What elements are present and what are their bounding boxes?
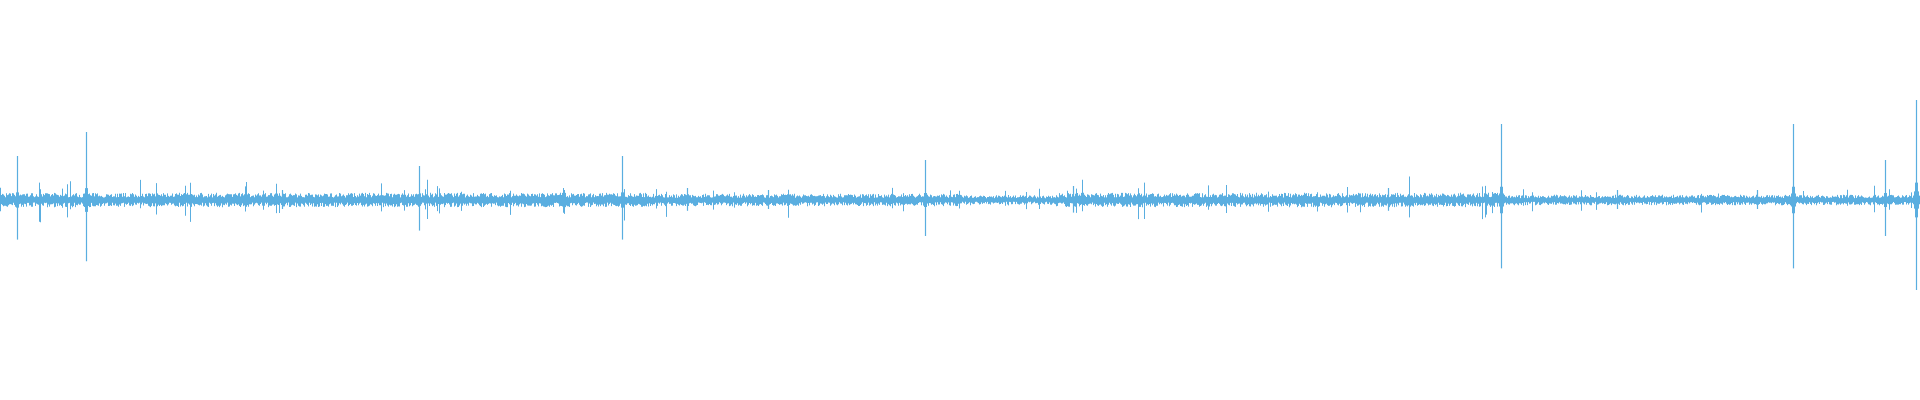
waveform-spike — [1384, 188, 1393, 211]
waveform-spike — [278, 190, 287, 209]
waveform-spike — [764, 190, 773, 209]
waveform-spike — [82, 132, 91, 262]
waveform-spike — [1613, 190, 1622, 209]
waveform-spike — [1069, 186, 1078, 213]
waveform-spike — [921, 160, 930, 236]
waveform-trace — [0, 100, 1920, 290]
waveform-spike — [618, 156, 627, 240]
waveform-spike — [1881, 160, 1890, 236]
waveform-spike — [1912, 100, 1920, 290]
waveform-spike — [13, 156, 22, 240]
waveform-spike — [415, 166, 424, 231]
waveform-spike — [1789, 124, 1798, 269]
waveform-spike — [1753, 190, 1762, 209]
waveform-noise-path — [0, 176, 1920, 223]
waveform-spike — [1497, 124, 1506, 269]
waveform-spike — [683, 188, 692, 211]
